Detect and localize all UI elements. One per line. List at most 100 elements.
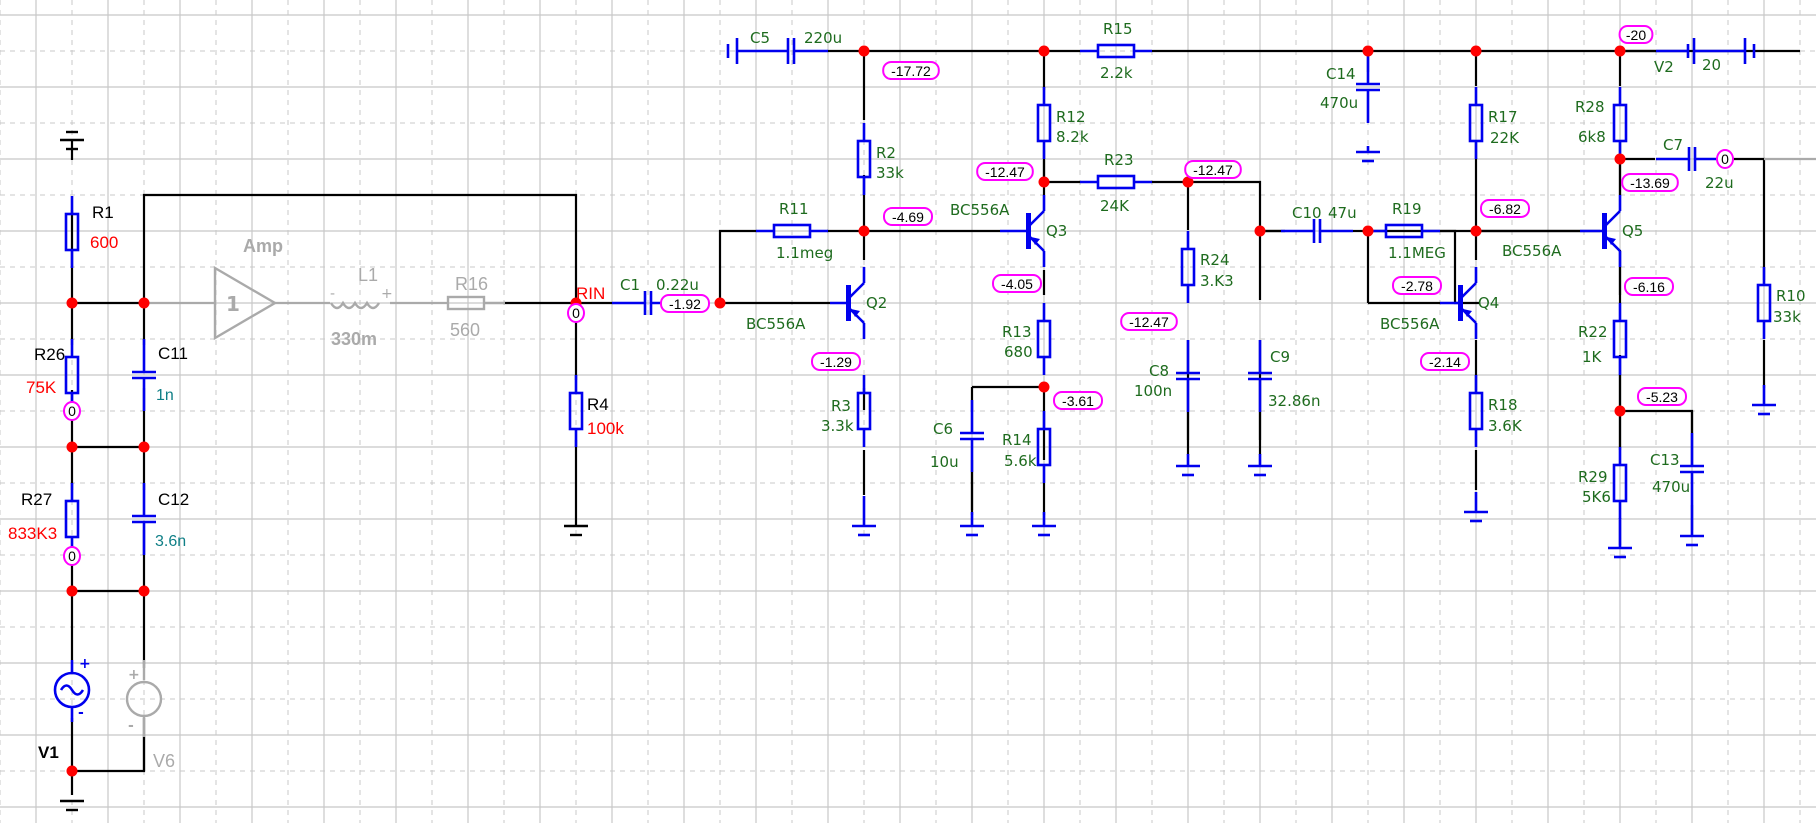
ground-icon	[1176, 454, 1200, 477]
label-R18: R18	[1488, 396, 1518, 414]
voltage-probe[interactable]: -6.82	[1480, 199, 1530, 218]
label-C8: C8	[1149, 362, 1169, 380]
voltage-probe[interactable]: -4.05	[992, 274, 1042, 293]
label-Q3: Q3	[1046, 222, 1067, 240]
resistor-R13[interactable]	[1036, 303, 1052, 375]
labels: R1 600 R26 75K C11 1n R27 833K3 C12 3.6n…	[8, 20, 1806, 771]
capacitor-C11[interactable]	[132, 339, 156, 411]
voltage-probe[interactable]: -4.69	[883, 207, 933, 226]
model-Q2: BC556A	[746, 315, 806, 333]
voltage-probe[interactable]: -2.78	[1392, 276, 1442, 295]
voltage-probe[interactable]: -12.47	[1120, 312, 1178, 331]
voltage-probe[interactable]: -1.92	[660, 294, 710, 313]
junction-nodes	[66, 45, 1626, 777]
transistor-Q3[interactable]	[1000, 195, 1046, 267]
probe-value: -12.47	[1193, 162, 1233, 178]
value-V2: 20	[1702, 56, 1721, 74]
resistor-R3[interactable]	[856, 375, 872, 447]
capacitor-C13[interactable]	[1680, 433, 1704, 505]
resistor-R17[interactable]	[1468, 87, 1484, 159]
minus-sign: -	[78, 705, 84, 721]
resistor-R22[interactable]	[1612, 303, 1628, 375]
capacitor-C12[interactable]	[132, 483, 156, 555]
emitter-arrow-icon	[851, 309, 860, 317]
capacitor-C6[interactable]	[960, 400, 984, 472]
probe-value: 0	[68, 403, 76, 419]
value-R16: 560	[450, 320, 480, 340]
probe-marker	[882, 61, 940, 80]
voltage-probe[interactable]: 0	[1716, 149, 1734, 169]
voltage-probe[interactable]: -12.47	[976, 162, 1034, 181]
voltage-probe[interactable]: -5.23	[1637, 387, 1687, 406]
ground-icon	[1608, 518, 1632, 559]
label-R4: R4	[587, 395, 609, 414]
probe-value: -6.16	[1633, 279, 1665, 295]
resistor-R4[interactable]	[568, 375, 584, 447]
voltage-probe[interactable]: -13.69	[1621, 173, 1679, 192]
voltage-probe[interactable]: -6.16	[1624, 277, 1674, 296]
transistor-Q4[interactable]	[1440, 267, 1478, 339]
voltage-probe[interactable]: -20	[1618, 25, 1654, 44]
voltage-probe[interactable]: 0	[63, 546, 81, 566]
transistor-Q2[interactable]	[830, 267, 866, 339]
voltage-probe[interactable]: -17.72	[882, 61, 940, 80]
resistor-R24[interactable]	[1180, 231, 1196, 303]
junction-node	[1038, 45, 1050, 57]
junction-node	[1470, 45, 1482, 57]
inductor-coil-icon	[329, 300, 381, 310]
resistor-R16[interactable]	[446, 295, 504, 311]
resistor-R2[interactable]	[856, 123, 872, 195]
probe-marker	[1184, 160, 1242, 179]
probe-value: -3.61	[1062, 393, 1094, 409]
resistor-R18[interactable]	[1468, 375, 1484, 447]
voltage-source-V6[interactable]: +-	[125, 660, 163, 737]
voltage-probes: 0 0 0 -1.92 -4.69 -1.29 -17.72 -12.47 -4.05 -3.61…	[63, 25, 1734, 566]
sine-wave-icon	[59, 684, 85, 696]
resistor-R11[interactable]	[756, 223, 828, 239]
probe-value: -2.14	[1429, 354, 1461, 370]
transistor-Q5[interactable]	[1580, 195, 1622, 267]
value-C7: 22u	[1705, 174, 1734, 192]
resistor-R14[interactable]	[1036, 411, 1052, 483]
junction-node	[1038, 176, 1050, 188]
resistor-R29[interactable]	[1612, 447, 1628, 519]
amplifier-Amp[interactable]: 1	[213, 265, 278, 341]
capacitor-C8[interactable]	[1176, 340, 1200, 412]
resistor-R10[interactable]	[1756, 267, 1772, 339]
resistor-R15[interactable]	[1080, 43, 1152, 59]
junction-node	[858, 45, 870, 57]
battery-V2[interactable]	[1656, 38, 1756, 64]
value-R15: 2.2k	[1100, 64, 1133, 82]
voltage-probe[interactable]: -1.29	[811, 352, 861, 371]
inductor-L1[interactable]: -+	[329, 286, 393, 310]
voltage-probe[interactable]: 0	[567, 303, 585, 323]
voltage-probe[interactable]: 0	[63, 401, 81, 421]
value-R27: 833K3	[8, 524, 57, 543]
value-C14: 470u	[1320, 94, 1358, 112]
resistor-R12[interactable]	[1036, 87, 1052, 159]
voltage-probe[interactable]: -3.61	[1053, 391, 1103, 410]
capacitor-C5[interactable]	[726, 38, 828, 64]
emitter-arrow-icon	[1607, 237, 1616, 245]
probe-marker	[811, 352, 861, 371]
collector-lead	[1461, 282, 1477, 298]
value-C8: 100n	[1134, 382, 1172, 400]
capacitor-C9[interactable]	[1248, 340, 1272, 412]
value-R14: 5.6k	[1004, 452, 1037, 470]
resistor-R23[interactable]	[1080, 174, 1152, 190]
voltage-probe[interactable]: -12.47	[1184, 160, 1242, 179]
junction-node	[66, 585, 78, 597]
voltage-probe[interactable]: -2.14	[1420, 352, 1470, 371]
probe-marker	[1637, 387, 1687, 406]
probe-value: -4.69	[892, 209, 924, 225]
label-Amp: Amp	[243, 236, 283, 256]
label-C6: C6	[933, 420, 953, 438]
resistor-R1[interactable]	[64, 196, 80, 268]
probe-value: 0	[68, 548, 76, 564]
voltage-source-V1[interactable]: +-	[53, 656, 91, 722]
capacitor-C10[interactable]	[1281, 219, 1353, 243]
model-Q3: BC556A	[950, 201, 1010, 219]
value-C12: 3.6n	[155, 533, 186, 550]
junction-node	[138, 585, 150, 597]
